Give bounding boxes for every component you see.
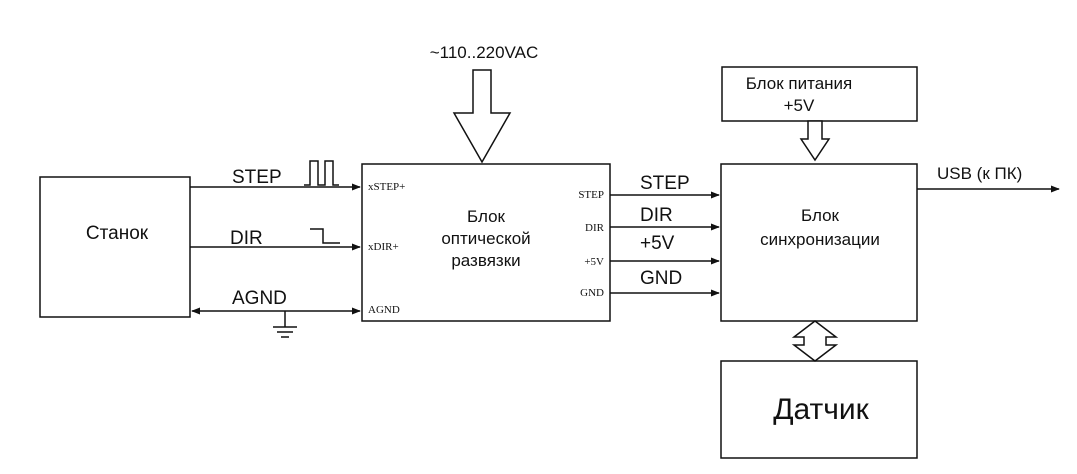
mains-arrow xyxy=(452,69,512,164)
mains-input: ~110..220VAC xyxy=(430,43,539,164)
pin-dir: DIR xyxy=(585,222,605,234)
out-5v-label: +5V xyxy=(640,233,675,254)
out-step-line: STEP xyxy=(610,173,720,199)
optocoupler-label-line-1: Блок xyxy=(467,207,506,226)
machine-block: Станок xyxy=(39,176,191,318)
sensor-label: Датчик xyxy=(773,393,869,426)
step-label: STEP xyxy=(232,167,282,188)
sync-label-line-1: Блок xyxy=(801,206,840,225)
pin-agnd-left: AGND xyxy=(368,304,400,316)
out-step-label: STEP xyxy=(640,173,690,194)
sync-label-line-2: синхронизации xyxy=(760,230,880,249)
dir-label: DIR xyxy=(230,228,263,249)
usb-output: USB (к ПК) xyxy=(917,164,1060,193)
power-feed-arrow xyxy=(799,120,831,162)
sync-block: Блок синхронизации xyxy=(720,163,918,322)
out-dir-line: DIR xyxy=(610,205,720,231)
dir-line: DIR xyxy=(190,228,361,251)
machine-box xyxy=(39,176,191,318)
pin-gnd: GND xyxy=(580,287,604,299)
optocoupler-block: Блок оптической развязки xSTEP+ xDIR+ AG… xyxy=(361,163,611,322)
machine-label: Станок xyxy=(86,223,149,244)
power-supply-box xyxy=(721,66,918,122)
mains-label: ~110..220VAC xyxy=(430,43,539,62)
pin-xdir: xDIR+ xyxy=(368,241,399,253)
sensor-link-arrow xyxy=(791,320,839,362)
pulse-train-icon xyxy=(304,160,339,186)
pin-step: STEP xyxy=(578,189,604,201)
pin-xstep: xSTEP+ xyxy=(368,181,405,193)
step-line: STEP xyxy=(190,160,361,191)
ground-icon xyxy=(273,311,297,338)
out-gnd-label: GND xyxy=(640,268,682,289)
agnd-label: AGND xyxy=(232,288,287,309)
pin-plus5v: +5V xyxy=(584,256,604,268)
power-supply-label-line-2: +5V xyxy=(784,96,815,115)
sync-box xyxy=(720,163,918,322)
optocoupler-label-line-3: развязки xyxy=(451,251,520,270)
usb-label: USB (к ПК) xyxy=(937,164,1022,183)
sensor-block: Датчик xyxy=(720,360,918,459)
sensor-box xyxy=(720,360,918,459)
out-5v-line: +5V xyxy=(610,233,720,265)
power-supply-label-line-1: Блок питания xyxy=(746,74,853,93)
agnd-line: AGND xyxy=(191,288,361,338)
optocoupler-label-line-2: оптической xyxy=(441,229,530,248)
out-gnd-line: GND xyxy=(610,268,720,297)
optocoupler-box xyxy=(361,163,611,322)
power-supply-block: Блок питания +5V xyxy=(721,66,918,122)
step-level-icon xyxy=(310,228,340,244)
out-dir-label: DIR xyxy=(640,205,673,226)
